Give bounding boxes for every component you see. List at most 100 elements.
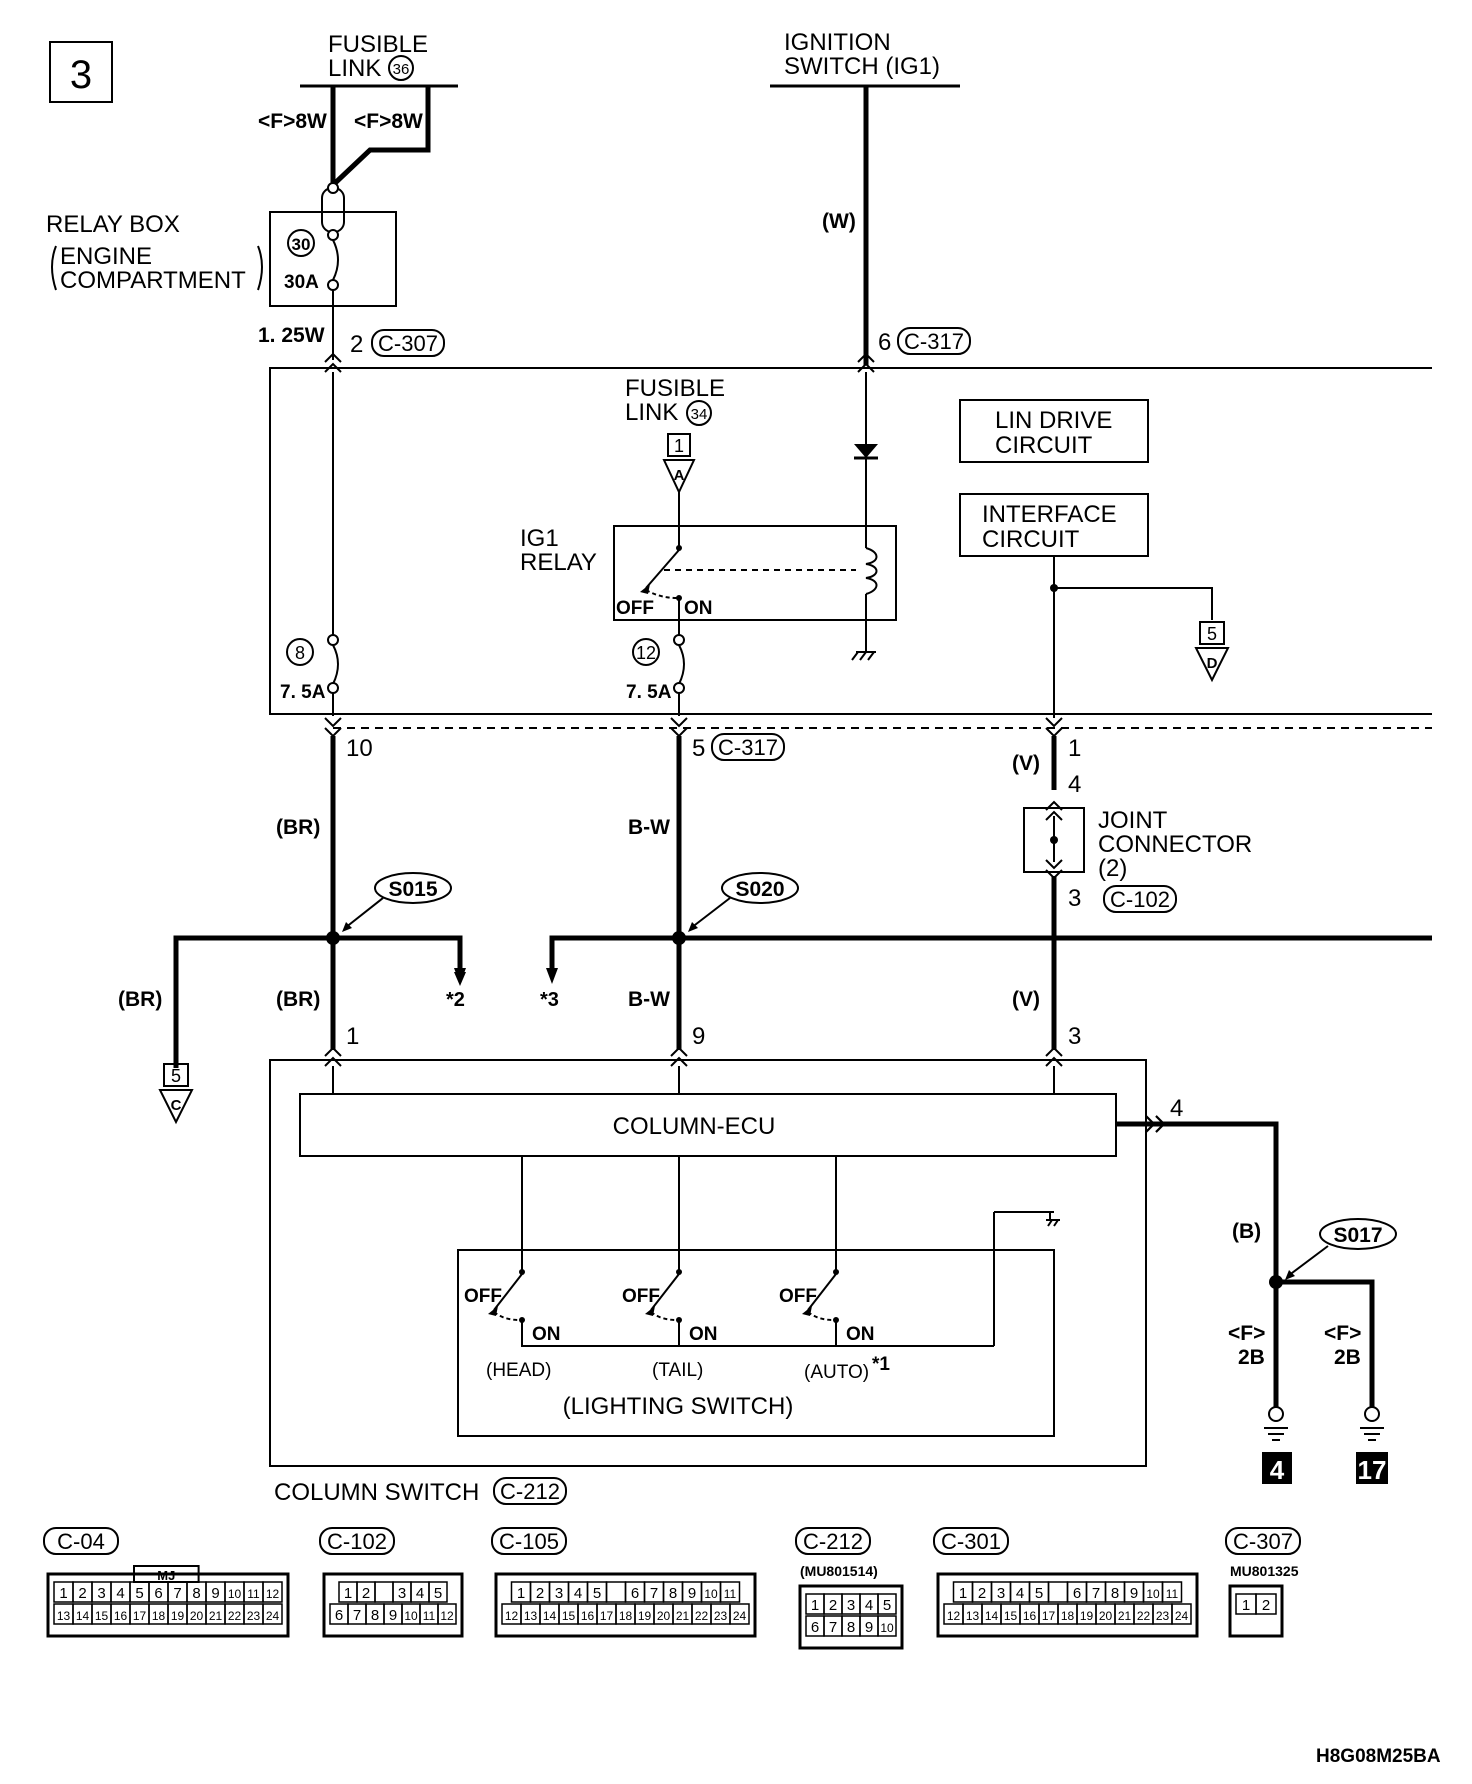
joint-connector-box	[1023, 807, 1085, 873]
wire-br-1: (BR)	[276, 816, 320, 839]
connector-pin: 18	[619, 1609, 633, 1623]
wire-left-8w: <F>8W	[258, 110, 327, 133]
connector-pin: 7	[1092, 1585, 1100, 1602]
connector-pin: 20	[657, 1609, 671, 1623]
connector-pin: 24	[733, 1609, 747, 1623]
connector-pin: 9	[1130, 1585, 1138, 1602]
connector-pin: 4	[1016, 1585, 1024, 1602]
connector-title: C-105	[499, 1529, 559, 1554]
connector-pin: 1	[959, 1585, 967, 1602]
fusible-link-34-num: 34	[691, 406, 708, 423]
ground-left-num: 4	[1270, 1455, 1285, 1485]
fl34-ref-letter: A	[674, 467, 685, 484]
connector-pin: 9	[865, 1619, 873, 1636]
relay-box-pin: 2	[350, 331, 363, 358]
connector-pin: 13	[57, 1609, 71, 1623]
fuse-30-circle	[287, 229, 315, 257]
branch-c-ref-page: 5	[171, 1066, 181, 1086]
connector-pin: 21	[1118, 1609, 1132, 1623]
joint-connector-line3: (2)	[1098, 855, 1127, 882]
column-pin-1: 1	[346, 1023, 359, 1050]
connector-pin: 21	[676, 1609, 690, 1623]
connector-pin: 14	[543, 1609, 557, 1623]
joint-connector-line1: JOINT	[1098, 807, 1168, 834]
connector-pin: 1	[1242, 1597, 1250, 1614]
connector-pin: 23	[714, 1609, 728, 1623]
connector-pin: 24	[266, 1609, 280, 1623]
head-on-label: ON	[532, 1324, 561, 1345]
tail-switch-contacts	[645, 1269, 682, 1323]
connector-pin: 2	[362, 1585, 370, 1602]
ignition-switch-line1: IGNITION	[784, 29, 891, 56]
connector-pin: 18	[1061, 1609, 1075, 1623]
connector-pin: 4	[865, 1597, 873, 1614]
connector-pin: 3	[847, 1597, 855, 1614]
connector-pin: 12	[947, 1609, 961, 1623]
ig1-relay-line2: RELAY	[520, 549, 597, 576]
jc-pin-out: 3	[1068, 885, 1081, 912]
connector-pin: 21	[209, 1609, 223, 1623]
interface-line2: CIRCUIT	[982, 526, 1080, 553]
relay-box-wire: 1. 25W	[258, 324, 325, 347]
connector-pin: 12	[505, 1609, 519, 1623]
connector-pin: 3	[555, 1585, 563, 1602]
connector-pin: 17	[1042, 1609, 1056, 1623]
splice-s017: S017	[1333, 1224, 1382, 1247]
connector-c212-tag: C-212	[500, 1479, 560, 1504]
fusible-link-36-circle	[388, 55, 414, 81]
joint-connector-line2: CONNECTOR	[1098, 831, 1252, 858]
connector-pin: 14	[76, 1609, 90, 1623]
column-switch-label: COLUMN SWITCH	[274, 1479, 479, 1506]
wire-v-2: (V)	[1012, 988, 1040, 1011]
connector-pin: 11	[724, 1587, 737, 1601]
fuse-8-num: 8	[295, 643, 305, 663]
ground-point-17	[1356, 1452, 1388, 1484]
connector-pin: 18	[152, 1609, 166, 1623]
connector-pin: 9	[688, 1585, 696, 1602]
wire-bw-2: B-W	[628, 988, 670, 1011]
fuse-30-num: 30	[292, 235, 311, 254]
connector-pin: 22	[228, 1609, 242, 1623]
auto-off-label: OFF	[779, 1286, 817, 1307]
ig1-relay-line1: IG1	[520, 525, 559, 552]
wire-v-1: (V)	[1012, 752, 1040, 775]
connector-pin: 10	[880, 1621, 894, 1635]
ground-left-size: 2B	[1238, 1346, 1265, 1369]
diagram-code: H8G08M25BA	[1316, 1746, 1441, 1767]
connector-pin: 5	[593, 1585, 601, 1602]
lighting-switch-title: (LIGHTING SWITCH)	[563, 1393, 794, 1420]
connector-pin: 20	[1099, 1609, 1113, 1623]
connector-pin: 2	[1262, 1597, 1270, 1614]
fuse-8-rating: 7. 5A	[280, 682, 326, 703]
connector-pin: 8	[669, 1585, 677, 1602]
ig1-relay-box	[613, 525, 897, 621]
relay-box-line2: ENGINE	[60, 243, 152, 270]
lighting-switch-box	[457, 1249, 1055, 1437]
page-number: 3	[70, 53, 92, 97]
connector-pin: 16	[1023, 1609, 1037, 1623]
auto-label: (AUTO)	[804, 1362, 869, 1383]
fuse-12-rating: 7. 5A	[626, 682, 672, 703]
ground-right-size: 2B	[1334, 1346, 1361, 1369]
column-pin-3: 3	[1068, 1023, 1081, 1050]
interface-ref-page: 5	[1207, 624, 1217, 644]
connector-pin: 5	[883, 1597, 891, 1614]
connector-pin: 7	[173, 1585, 181, 1602]
connector-pin: 22	[1137, 1609, 1151, 1623]
connector-pin: 3	[997, 1585, 1005, 1602]
connector-title: C-102	[327, 1529, 387, 1554]
fusible-link-36-num: 36	[393, 61, 410, 78]
connector-c307-tag: C-307	[378, 331, 438, 356]
connector-pin: 15	[95, 1609, 109, 1623]
connector-part-number: (MU801514)	[800, 1563, 878, 1579]
connector-pin: 15	[1004, 1609, 1018, 1623]
lin-drive-line1: LIN DRIVE	[995, 407, 1112, 434]
connector-pin: 6	[631, 1585, 639, 1602]
head-off-label: OFF	[464, 1286, 502, 1307]
connector-pin: 17	[133, 1609, 147, 1623]
wire-br-2: (BR)	[276, 988, 320, 1011]
connector-pin: 6	[335, 1607, 343, 1624]
